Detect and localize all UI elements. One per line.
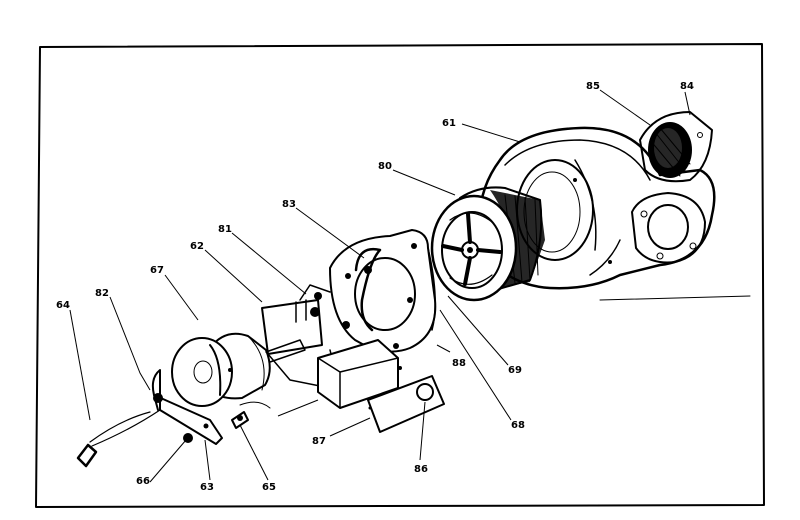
- callout-67: 67: [150, 265, 164, 276]
- callout-65: 65: [262, 482, 276, 493]
- callout-82: 82: [95, 288, 109, 299]
- callout-62: 62: [190, 241, 204, 252]
- callout-81: 81: [218, 224, 232, 235]
- callout-87: 87: [312, 436, 326, 447]
- callout-labels: 84 85 61 80 83 81 62 67 82 64 69 88 68 8…: [56, 81, 694, 493]
- callout-63: 63: [200, 482, 214, 493]
- callout-80: 80: [378, 161, 392, 172]
- callout-84: 84: [680, 81, 694, 92]
- diagram-frame: [35, 43, 765, 508]
- outlet-cover: [639, 111, 713, 183]
- wire-harness: [76, 401, 271, 468]
- inlet-plate: [631, 192, 706, 264]
- callout-68: 68: [511, 420, 525, 431]
- callout-88: 88: [452, 358, 466, 369]
- blower-wheel: [430, 186, 545, 302]
- leader-lines: [69, 89, 691, 483]
- motor: [171, 332, 306, 407]
- callout-86: 86: [414, 464, 428, 475]
- control-board: [367, 375, 445, 433]
- screw-81: [342, 321, 350, 329]
- callout-83: 83: [282, 199, 296, 210]
- callout-64: 64: [56, 300, 70, 311]
- callout-85: 85: [586, 81, 600, 92]
- motor-bracket: [151, 369, 223, 445]
- callout-66: 66: [136, 476, 150, 487]
- ground-line: [599, 295, 751, 301]
- callout-69: 69: [508, 365, 522, 376]
- screw-65: [231, 411, 249, 429]
- mounting-plate: [329, 229, 437, 353]
- callout-61: 61: [442, 118, 456, 129]
